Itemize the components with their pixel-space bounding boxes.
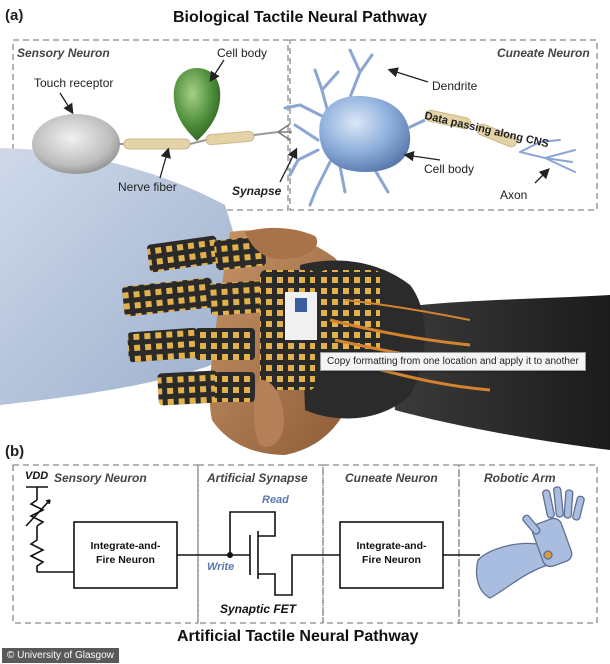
nerve-fiber (118, 130, 279, 150)
robotic-forearm (385, 295, 610, 450)
panel-a-label: (a) (5, 7, 24, 24)
human-finger (253, 379, 284, 447)
synapse-terminals (277, 123, 292, 141)
synaptic-fet-label: Synaptic FET (220, 602, 297, 616)
circuit-wires (25, 486, 480, 596)
panel-b-boxes (12, 464, 598, 624)
image-credit: © University of Glasgow (2, 648, 119, 663)
touch-receptor-label: Touch receptor (34, 76, 114, 90)
sensory-neuron-title-a: Sensory Neuron (17, 46, 110, 60)
cell-body-blue-icon (319, 95, 411, 172)
cuneate-neuron-title-b: Cuneate Neuron (345, 471, 438, 485)
write-node (227, 552, 233, 558)
artificial-synapse-title: Artificial Synapse (207, 471, 308, 485)
cuneate-neuron-title-a: Cuneate Neuron (497, 46, 590, 60)
robotic-arm-title: Robotic Arm (484, 471, 556, 485)
write-label: Write (207, 561, 235, 573)
nerve-fiber-label: Nerve fiber (118, 180, 177, 194)
robotic-fingers (122, 235, 491, 406)
panel-b-label: (b) (5, 443, 25, 460)
cell-body-label-2: Cell body (424, 162, 475, 176)
cuneate-neuron-box (289, 39, 598, 211)
vdd-label: VDD (25, 470, 49, 482)
axon-terminals (519, 139, 576, 173)
human-thumb (245, 227, 318, 260)
cell-body-green-icon (173, 68, 221, 141)
synapse-label: Synapse (232, 184, 282, 198)
panel-a-title: Biological Tactile Neural Pathway (173, 9, 427, 26)
neuron-box-1-line2: Fire Neuron (96, 554, 155, 566)
axon-label: Axon (500, 188, 528, 202)
read-label: Read (262, 494, 289, 506)
sensory-neuron-title-b: Sensory Neuron (54, 471, 147, 485)
axon (407, 109, 518, 148)
robotic-arm-icon (475, 486, 585, 599)
dendrite-label: Dendrite (432, 79, 478, 93)
neuron-box-1-line1: Integrate-and- (90, 540, 161, 552)
neuron-box-2-line2: Fire Neuron (362, 554, 421, 566)
leader-arrows (59, 59, 550, 184)
cell-body-label-1: Cell body (217, 46, 268, 60)
panel-b-title: Artificial Tactile Neural Pathway (177, 628, 419, 645)
touch-receptor-icon (32, 114, 120, 174)
format-painter-tooltip: Copy formatting from one location and ap… (320, 352, 586, 371)
neuron-box-2-line1: Integrate-and- (356, 540, 427, 552)
